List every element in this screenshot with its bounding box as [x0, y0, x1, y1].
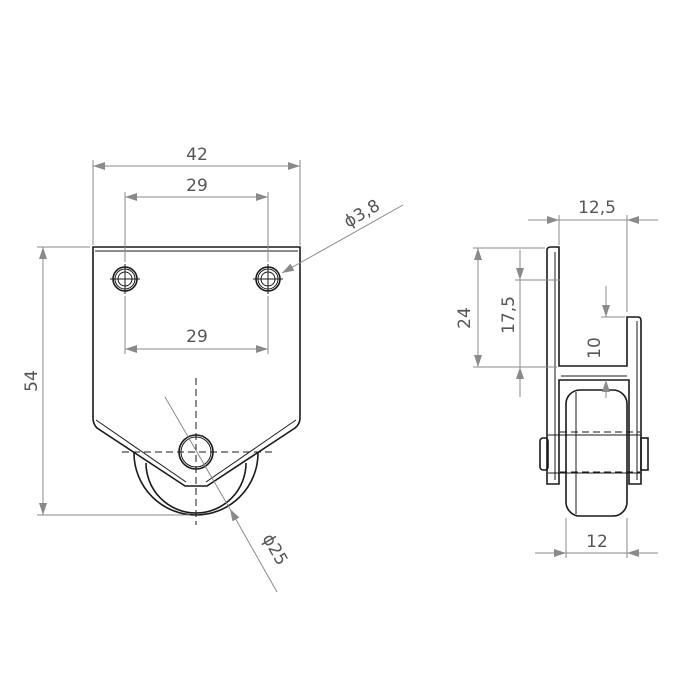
bracket-profile	[546, 246, 642, 485]
mounting-plate	[92, 246, 301, 487]
mounting-hole-right	[253, 264, 283, 294]
front-view	[92, 246, 301, 525]
dim-24: 24	[455, 307, 475, 329]
mounting-hole-left	[110, 264, 140, 294]
dim-12-5: 12,5	[578, 198, 616, 218]
wheel-side	[565, 389, 628, 517]
axle-nut-left	[539, 437, 549, 471]
dim-29-top: 29	[186, 176, 208, 196]
dim-17-5: 17,5	[499, 296, 519, 334]
dim-42: 42	[186, 145, 208, 165]
side-dimensions: 12,5 24 17,5 10 12	[455, 198, 658, 558]
dim-hole-diameter: ϕ3,8	[341, 196, 384, 232]
dim-wheel-diameter: ϕ25	[258, 531, 292, 569]
dim-29-bottom: 29	[186, 327, 208, 347]
dim-12: 12	[586, 532, 608, 552]
center-lines	[122, 378, 272, 525]
dim-54: 54	[22, 370, 42, 392]
side-view	[539, 246, 649, 517]
dim-10: 10	[585, 337, 605, 359]
axle-nut-right	[640, 437, 649, 471]
